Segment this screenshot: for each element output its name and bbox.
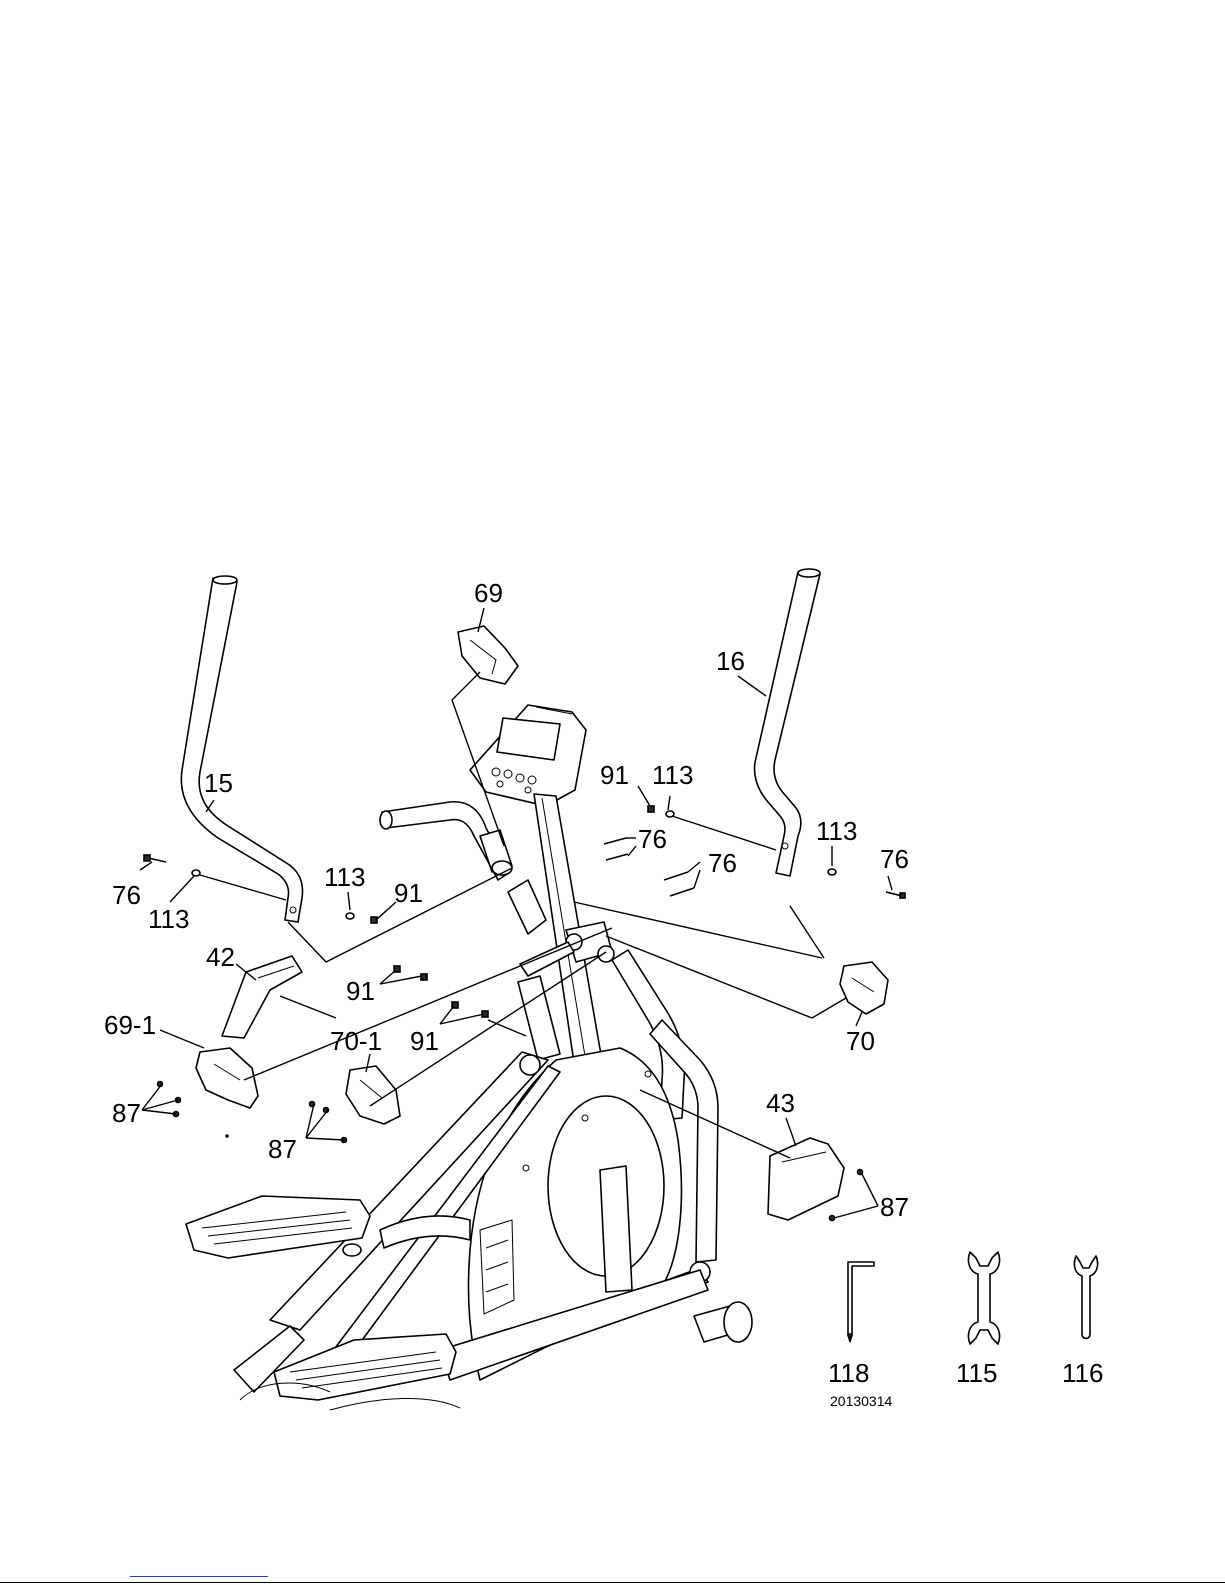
pedal-left	[186, 1196, 370, 1258]
label-42: 42	[206, 942, 235, 972]
label-16: 16	[716, 646, 745, 676]
tools-legend: 118 115 116 20130314	[828, 1252, 1103, 1409]
label-87-right: 87	[880, 1192, 909, 1222]
date-code: 20130314	[830, 1393, 893, 1409]
console-computer	[470, 705, 586, 806]
footer-link-underline[interactable]	[130, 1576, 268, 1577]
label-76-b: 76	[708, 848, 737, 878]
double-open-wrench-icon	[968, 1252, 999, 1344]
label-113-mid: 113	[324, 862, 365, 892]
label-113-top: 113	[652, 760, 693, 790]
label-87-left: 87	[112, 1098, 141, 1128]
right-handlebar-16	[755, 569, 821, 876]
open-wrench-icon	[1074, 1256, 1097, 1339]
cover-70	[840, 962, 888, 1014]
label-70-1: 70-1	[330, 1026, 382, 1056]
label-113-right: 113	[816, 816, 857, 846]
label-113-left: 113	[148, 904, 189, 934]
label-91-top: 91	[600, 760, 629, 790]
left-handlebar-15	[181, 576, 302, 922]
label-43: 43	[766, 1088, 795, 1118]
label-76-right: 76	[880, 844, 909, 874]
label-87-mid: 87	[268, 1134, 297, 1164]
label-76-a: 76	[638, 824, 667, 854]
cover-43	[768, 1138, 844, 1220]
label-70: 70	[846, 1026, 875, 1056]
label-76-left: 76	[112, 880, 141, 910]
label-91-b: 91	[346, 976, 375, 1006]
label-69-1: 69-1	[104, 1010, 156, 1040]
cover-70-1	[346, 1066, 400, 1124]
footer-rule	[0, 1582, 1225, 1583]
label-91-c: 91	[410, 1026, 439, 1056]
label-15: 15	[204, 768, 233, 798]
cover-69	[458, 626, 518, 684]
tool-label-118: 118	[828, 1358, 869, 1388]
label-69: 69	[474, 578, 503, 608]
label-91-mid: 91	[394, 878, 423, 908]
tool-label-115: 115	[956, 1358, 997, 1388]
tool-label-116: 116	[1062, 1358, 1103, 1388]
allen-key-icon	[848, 1262, 874, 1342]
